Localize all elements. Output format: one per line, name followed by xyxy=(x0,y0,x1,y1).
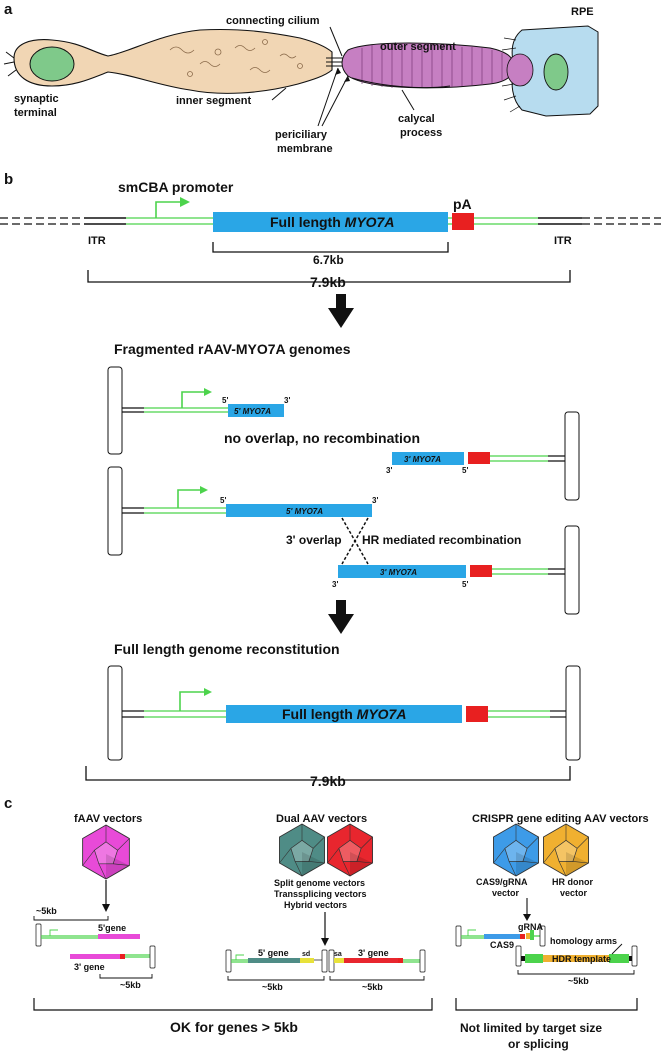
crispr-diagram xyxy=(455,925,638,975)
label-rpe: RPE xyxy=(571,6,594,18)
label-periciliary-1: periciliary xyxy=(275,129,328,141)
bracket-7-9kb-top xyxy=(87,270,571,283)
faav-capsid-icon xyxy=(82,824,130,880)
label-grna: gRNA xyxy=(518,922,543,932)
label-cas9: CAS9 xyxy=(490,940,514,950)
dual-capsid-red-icon xyxy=(327,823,373,877)
label-faav-3gene: 3' gene xyxy=(74,962,105,972)
fragment-5-no-overlap xyxy=(107,366,284,455)
label-cas-vector-1: CAS9/gRNA xyxy=(476,877,528,887)
label-f2-3prime: 3' xyxy=(386,466,392,475)
label-f2-gene: 3' MYO7A xyxy=(404,455,441,464)
bracket-not-limited xyxy=(455,998,638,1011)
label-calycal-2: process xyxy=(400,127,442,139)
pa-box xyxy=(452,213,474,230)
label-dual-size-2: ~5kb xyxy=(362,982,383,992)
label-size-total-bottom: 7.9kb xyxy=(310,773,346,789)
label-inner-segment: inner segment xyxy=(176,95,252,107)
label-reconstituted-gene: Full length MYO7A xyxy=(282,706,406,722)
label-ok-genes: OK for genes > 5kb xyxy=(170,1019,298,1035)
label-hr-vector-1: HR donor xyxy=(552,877,593,887)
label-hr-vector-2: vector xyxy=(560,888,588,898)
label-f3-3prime: 3' xyxy=(372,496,378,505)
full-construct xyxy=(0,197,661,232)
fragment-3-overlap xyxy=(338,525,580,615)
label-dual-3gene: 3' gene xyxy=(358,948,389,958)
label-size-cassette: 6.7kb xyxy=(313,253,344,267)
down-arrow-1 xyxy=(328,294,354,328)
label-no-overlap: no overlap, no recombination xyxy=(224,430,420,446)
label-dual-5gene: 5' gene xyxy=(258,948,289,958)
label-dual-type-2: Transsplicing vectors xyxy=(274,889,367,899)
fragment-5-overlap xyxy=(107,466,372,556)
label-outer-segment: outer segment xyxy=(380,41,456,53)
label-f1-gene: 5' MYO7A xyxy=(234,407,271,416)
label-periciliary-2: membrane xyxy=(277,143,333,155)
label-reconstitution-title: Full length genome reconstitution xyxy=(114,641,340,657)
label-faav-5gene: 5'gene xyxy=(98,923,126,933)
nucleus-shape xyxy=(29,46,75,82)
label-size-total-top: 7.9kb xyxy=(310,274,346,290)
label-faav-title: fAAV vectors xyxy=(74,813,142,825)
label-f4-3prime: 3' xyxy=(332,580,338,589)
label-crispr-size: ~5kb xyxy=(568,976,589,986)
label-homology: homology arms xyxy=(550,936,617,946)
panel-label-c: c xyxy=(4,795,12,812)
fragment-3-no-overlap xyxy=(392,411,580,501)
bracket-ok-genes xyxy=(33,998,433,1011)
bracket-7-9kb-bottom xyxy=(85,766,571,781)
label-calycal-1: calycal xyxy=(398,113,435,125)
dual-diagram xyxy=(225,949,426,981)
label-crispr-title: CRISPR gene editing AAV vectors xyxy=(472,813,649,825)
label-f4-5prime: 5' xyxy=(462,580,468,589)
capsid-group xyxy=(82,823,589,880)
label-dual-type-1: Split genome vectors xyxy=(274,878,365,888)
reconstituted-genome xyxy=(107,665,581,761)
label-f4-gene: 3' MYO7A xyxy=(380,568,417,577)
label-dual-title: Dual AAV vectors xyxy=(276,813,367,825)
label-connecting-cilium: connecting cilium xyxy=(226,15,320,27)
hr-donor-capsid-icon xyxy=(543,823,589,877)
label-dual-sd: sd xyxy=(302,951,310,958)
full-length-gene-box xyxy=(213,212,448,232)
label-itr-right: ITR xyxy=(554,235,572,247)
label-dual-sa: sa xyxy=(334,951,342,958)
label-synaptic-terminal-2: terminal xyxy=(14,107,57,119)
label-not-limited-1: Not limited by target size xyxy=(460,1021,602,1035)
cas9-capsid-icon xyxy=(493,823,539,877)
label-f3-gene: 5' MYO7A xyxy=(286,507,323,516)
panel-label-a: a xyxy=(4,1,13,18)
label-f3-5prime: 5' xyxy=(220,496,226,505)
label-not-limited-2: or splicing xyxy=(508,1037,569,1051)
label-hdr: HDR template xyxy=(552,954,611,964)
panel-label-b: b xyxy=(4,171,13,188)
label-dual-size-1: ~5kb xyxy=(262,982,283,992)
label-hr: HR mediated recombination xyxy=(362,533,521,547)
inner-segment-shape xyxy=(13,28,333,94)
faav-diagram xyxy=(33,916,156,979)
label-overlap: 3' overlap xyxy=(286,533,342,547)
label-f1-5prime: 5' xyxy=(222,396,228,405)
rpe-nucleus-shape xyxy=(543,53,569,91)
label-faav-size-top: ~5kb xyxy=(36,906,57,916)
label-promoter: smCBA promoter xyxy=(118,179,234,195)
label-synaptic-terminal-1: synaptic xyxy=(14,93,59,105)
label-faav-size-bottom: ~5kb xyxy=(120,980,141,990)
label-pa: pA xyxy=(453,196,472,212)
label-dual-type-3: Hybrid vectors xyxy=(284,900,347,910)
label-full-length-gene: Full length MYO7A xyxy=(270,214,394,230)
label-itr-left: ITR xyxy=(88,235,106,247)
label-f2-5prime: 5' xyxy=(462,466,468,475)
photoreceptor-cell xyxy=(3,25,599,117)
label-fragmented-title: Fragmented rAAV-MYO7A genomes xyxy=(114,341,351,357)
down-arrow-2 xyxy=(328,600,354,634)
label-f1-3prime: 3' xyxy=(284,396,290,405)
dual-capsid-teal-icon xyxy=(279,823,325,877)
label-cas-vector-2: vector xyxy=(492,888,520,898)
crossover-line-2 xyxy=(341,517,369,565)
bracket-6-7kb xyxy=(212,242,449,253)
